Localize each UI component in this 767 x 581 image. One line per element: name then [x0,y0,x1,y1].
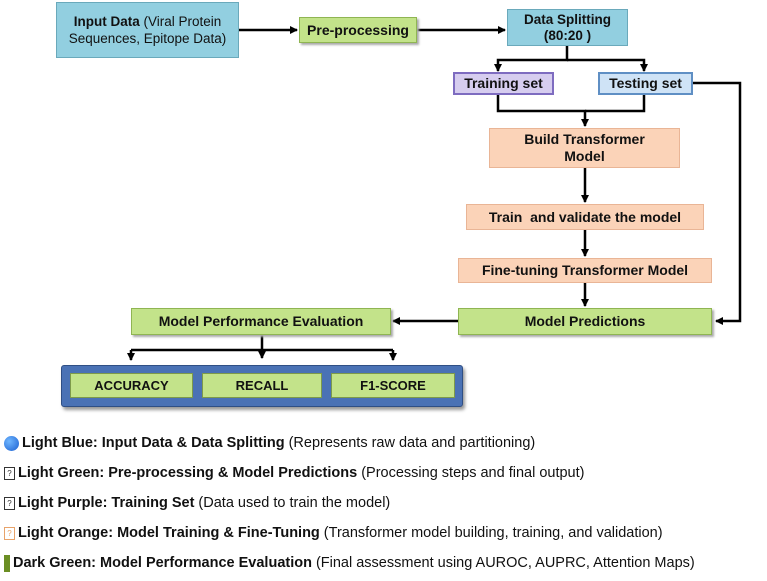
train-validate-box: Train and validate the model [466,204,704,230]
preprocessing-label: Pre-processing [307,21,409,38]
metric-recall-box: RECALL [202,373,322,398]
finetune-label: Fine-tuning Transformer Model [481,262,689,278]
model-evaluation-label: Model Performance Evaluation [158,313,364,329]
legend-item: Dark Green: Model Performance Evaluation… [4,548,764,578]
legend-description: (Data used to train the model) [198,495,391,511]
metric-accuracy-box: ACCURACY [70,373,193,398]
legend-label: Light Orange: Model Training & Fine-Tuni… [18,525,320,541]
legend-description: (Final assessment using AUROC, AUPRC, At… [315,555,695,571]
dark-green-bar-icon [4,554,10,572]
legend-label: Light Purple: Training Set [18,495,195,511]
input-data-description: (Viral Protein Sequences, Epitope Data) [68,14,227,46]
metric-f1score-label: F1-SCORE [360,378,426,393]
build-model-label: Build Transformer Model [524,131,645,164]
input-data-title: Input Data [73,14,140,29]
orange-placeholder-box-icon: ? [4,526,15,540]
testing-set-box: Testing set [598,72,693,95]
testing-set-label: Testing set [609,75,682,91]
model-predictions-box: Model Predictions [458,308,712,335]
arrow-testing-to-predictions [693,81,742,325]
build-model-box: Build Transformer Model [489,128,680,168]
arrow-splitting-to-training [494,46,569,72]
input-data-box: Input Data (Viral Protein Sequences, Epi… [56,2,239,58]
arrow-splitting-to-testing [567,58,648,72]
model-evaluation-box: Model Performance Evaluation [131,308,391,335]
arrow-training-to-build [496,95,589,127]
model-predictions-label: Model Predictions [524,313,646,329]
legend-item: ? Light Orange: Model Training & Fine-Tu… [4,518,764,548]
legend-label: Dark Green: Model Performance Evaluation [13,555,312,571]
data-splitting-ratio: (80:20 ) [543,27,592,43]
legend-description: (Processing steps and final output) [361,465,585,481]
data-splitting-box: Data Splitting (80:20 ) [507,9,628,46]
finetune-box: Fine-tuning Transformer Model [458,258,712,283]
legend-label: Light Green: Pre-processing & Model Pred… [18,465,358,481]
arrow-testing-to-build [585,95,646,113]
legend-item: Light Blue: Input Data & Data Splitting … [4,428,764,458]
data-splitting-label: Data Splitting [524,11,611,27]
legend-item: ? Light Purple: Training Set (Data used … [4,488,764,518]
legend-description: (Represents raw data and partitioning) [288,435,536,451]
training-set-box: Training set [453,72,554,95]
legend-description: (Transformer model building, training, a… [323,525,663,541]
placeholder-box-icon: ? [4,496,15,510]
placeholder-box-icon: ? [4,466,15,480]
workflow-diagram: Input Data (Viral Protein Sequences, Epi… [56,2,742,407]
training-set-label: Training set [464,75,543,91]
connector-arrows [127,26,742,361]
train-validate-label: Train and validate the model [488,208,682,225]
blue-circle-icon [4,435,19,451]
metric-f1score-box: F1-SCORE [331,373,455,398]
metric-accuracy-label: ACCURACY [94,378,169,393]
metric-recall-label: RECALL [235,378,289,393]
legend-item: ? Light Green: Pre-processing & Model Pr… [4,458,764,488]
legend-label: Light Blue: Input Data & Data Splitting [22,435,285,451]
color-legend: Light Blue: Input Data & Data Splitting … [4,428,764,578]
preprocessing-box: Pre-processing [299,17,417,43]
